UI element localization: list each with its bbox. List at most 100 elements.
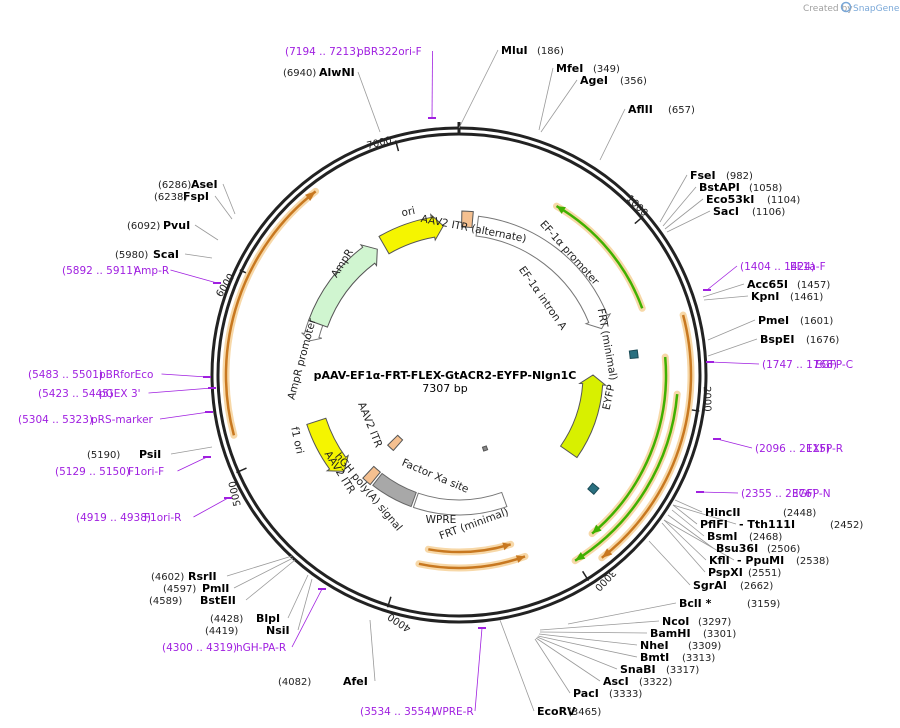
tick-label: 5000 bbox=[227, 480, 243, 507]
leader-line bbox=[184, 253, 213, 259]
primer-range: (5892 .. 5911) bbox=[62, 265, 137, 277]
primer-range: (5423 .. 5445) bbox=[38, 388, 113, 400]
leader-line bbox=[214, 195, 233, 220]
enzyme-label: BmtI bbox=[640, 651, 669, 664]
enzyme-label: BspEI bbox=[760, 333, 794, 346]
frt-minimal-top-block bbox=[628, 349, 639, 360]
enzyme-label: SnaBI bbox=[620, 663, 656, 676]
leader-line bbox=[664, 198, 704, 230]
enzyme-label: AgeI bbox=[580, 74, 608, 87]
leader-line bbox=[663, 519, 707, 561]
leader-line bbox=[474, 627, 483, 712]
primer-name: pBR322ori-F bbox=[357, 46, 422, 58]
enzyme-position: (4428) bbox=[210, 614, 243, 625]
enzyme-label: NsiI bbox=[266, 624, 290, 637]
leader-line bbox=[534, 638, 571, 694]
enzyme-position: (2506) bbox=[767, 544, 800, 555]
enzyme-label: AscI bbox=[603, 675, 629, 688]
enzyme-position: (5190) bbox=[87, 450, 120, 461]
leader-line bbox=[599, 108, 626, 161]
enzyme-position: (6940) bbox=[283, 68, 316, 79]
leader-line bbox=[672, 504, 698, 525]
primer-name: EGFP-C bbox=[815, 359, 853, 371]
leader-line bbox=[148, 387, 213, 394]
feature-label: FRT (minimal) bbox=[595, 308, 619, 382]
f1-ori-arrow bbox=[306, 417, 349, 472]
enzyme-position: (3309) bbox=[688, 641, 721, 652]
orf-arc bbox=[601, 314, 693, 559]
primer-range: (2355 .. 2376) bbox=[741, 488, 816, 500]
enzyme-position: (2452) bbox=[830, 520, 863, 531]
feature-label: f1 ori bbox=[288, 426, 305, 455]
leader-line bbox=[716, 438, 753, 449]
primer-range: (1747 .. 1768) bbox=[762, 359, 837, 371]
leader-line bbox=[540, 79, 578, 133]
enzyme-position: (3322) bbox=[639, 677, 672, 688]
enzyme-label: BamHI bbox=[650, 627, 691, 640]
primer-name: WPRE-R bbox=[432, 706, 474, 718]
leader-line bbox=[663, 519, 735, 561]
primer-range: (1404 .. 1424) bbox=[740, 261, 815, 273]
primer-name: F1ori-R bbox=[144, 512, 181, 524]
leader-line bbox=[297, 578, 313, 631]
wpre-block bbox=[412, 491, 508, 516]
primer-range: (5129 .. 5150) bbox=[55, 466, 130, 478]
credit-text: Created by bbox=[803, 4, 853, 14]
enzyme-label: KpnI bbox=[751, 290, 779, 303]
enzyme-label: NheI bbox=[640, 639, 669, 652]
primer-name: EF1a-F bbox=[790, 261, 826, 273]
primer-name: Amp-R bbox=[134, 265, 169, 277]
leader-line bbox=[666, 210, 711, 233]
enzyme-label: PspXI bbox=[708, 566, 743, 579]
leader-line bbox=[159, 411, 210, 420]
enzyme-position: (3465) bbox=[568, 707, 601, 718]
leader-line bbox=[703, 295, 749, 301]
primer-range: (2096 .. 2115) bbox=[755, 443, 830, 455]
enzyme-label: PvuI bbox=[163, 219, 190, 232]
enzyme-position: (2662) bbox=[740, 581, 773, 592]
leader-line bbox=[662, 186, 697, 227]
enzyme-label: Bsu36I bbox=[716, 542, 758, 555]
leader-line bbox=[535, 637, 601, 682]
enzyme-label: FseI bbox=[690, 169, 716, 182]
leader-line bbox=[567, 602, 677, 625]
feature-label: ori bbox=[400, 205, 416, 220]
leader-line bbox=[536, 636, 618, 670]
enzyme-label: SgrAI bbox=[693, 579, 727, 592]
enzyme-position: (1058) bbox=[749, 183, 782, 194]
tick-label: 7000 bbox=[366, 135, 393, 152]
enzyme-position: (657) bbox=[668, 105, 695, 116]
primer-range: (4300 .. 4319) bbox=[162, 642, 237, 654]
enzyme-label: RsrII bbox=[188, 570, 217, 583]
enzyme-label: KflI bbox=[709, 554, 730, 567]
leader-line bbox=[539, 631, 648, 634]
app-name: SnapGene bbox=[853, 4, 900, 14]
enzyme-label: - PpuMI bbox=[737, 554, 784, 567]
orf-arrowhead bbox=[575, 552, 586, 561]
primer-range: (3534 .. 3554) bbox=[360, 706, 435, 718]
leader-line bbox=[539, 620, 660, 631]
leader-line bbox=[245, 559, 296, 601]
aav2-itr-alt-block bbox=[461, 210, 474, 229]
leader-line bbox=[369, 619, 376, 682]
tick-label: 2000 bbox=[701, 386, 713, 412]
primer-name: pRS-marker bbox=[91, 414, 154, 426]
primer-range: (7194 .. 7213) bbox=[285, 46, 360, 58]
ampr-promoter-arrow bbox=[301, 319, 324, 342]
orf-arc bbox=[591, 356, 668, 535]
enzyme-label: MluI bbox=[501, 44, 528, 57]
leader-line bbox=[672, 504, 737, 525]
leader-line bbox=[170, 269, 218, 284]
enzyme-label: AlwNI bbox=[319, 66, 355, 79]
primer-range: (4919 .. 4938) bbox=[76, 512, 151, 524]
enzyme-label: PacI bbox=[573, 687, 599, 700]
leader-line bbox=[699, 491, 739, 494]
leader-line bbox=[222, 183, 236, 215]
hgh-polya-block bbox=[372, 472, 417, 508]
leader-line bbox=[458, 49, 499, 129]
enzyme-label: BclI * bbox=[679, 597, 712, 610]
enzyme-position: (349) bbox=[593, 64, 620, 75]
enzyme-position: (2468) bbox=[749, 532, 782, 543]
enzyme-position: (356) bbox=[620, 76, 647, 87]
leader-line bbox=[194, 224, 219, 241]
